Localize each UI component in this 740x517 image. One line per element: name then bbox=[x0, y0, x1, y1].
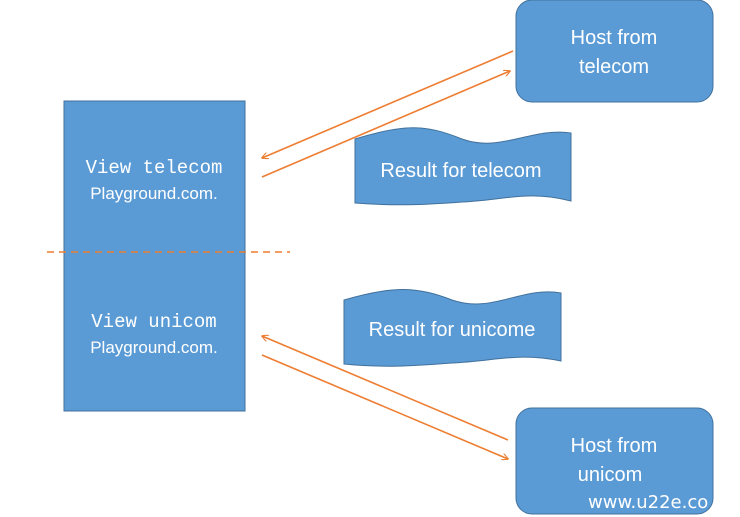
watermark-text: www.u22e.co bbox=[588, 492, 708, 513]
host-unicom-label-line2: unicom bbox=[578, 464, 642, 486]
host-unicom-label-line1: Host from bbox=[571, 435, 658, 457]
host-unicom-box bbox=[515, 407, 714, 515]
result-telecom-label: Result for telecom bbox=[380, 160, 541, 182]
viewer-unicom-domain: Playground.com. bbox=[90, 338, 218, 357]
arrow-unicom-response bbox=[262, 336, 509, 441]
viewer-telecom-domain: Playground.com. bbox=[90, 184, 218, 203]
viewer-box bbox=[63, 100, 246, 412]
arrow-telecom-response bbox=[262, 50, 514, 158]
host-telecom-label-line1: Host from bbox=[571, 27, 658, 49]
viewer-unicom-title: View unicom bbox=[91, 311, 216, 333]
viewer-telecom-title: View telecom bbox=[86, 157, 223, 179]
arrow-unicom-request bbox=[261, 354, 508, 459]
arrow-telecom-request bbox=[261, 71, 510, 178]
host-telecom-label-line2: telecom bbox=[579, 56, 649, 78]
result-unicom-document bbox=[343, 289, 562, 367]
result-telecom-document bbox=[354, 127, 572, 206]
host-telecom-box bbox=[515, 0, 714, 103]
result-unicom-label: Result for unicome bbox=[369, 319, 536, 341]
